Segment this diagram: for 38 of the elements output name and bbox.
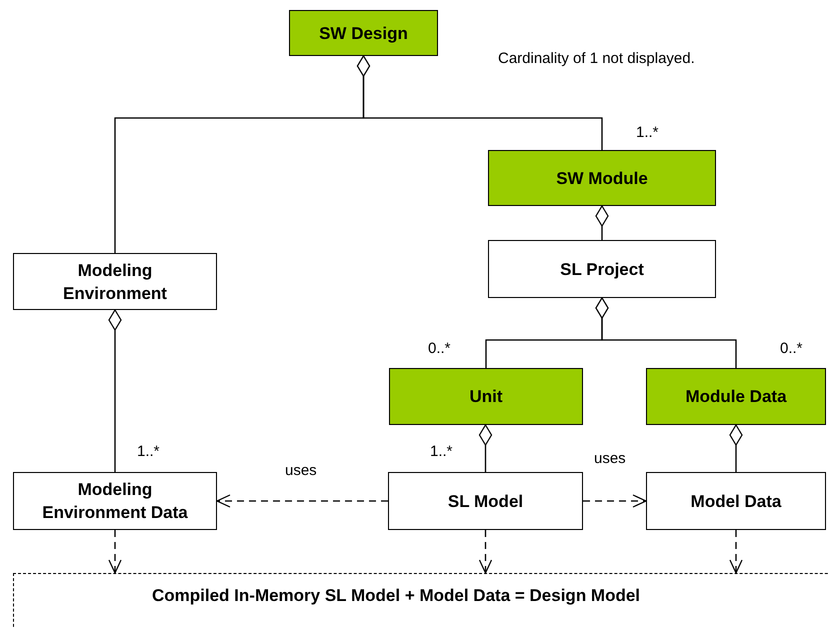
arrow	[108, 530, 122, 574]
aggregation-line	[356, 55, 603, 150]
arrow	[729, 530, 743, 574]
aggregation-line	[729, 424, 743, 472]
class-name: Modeling Environment Data	[41, 479, 189, 524]
class-box	[389, 368, 583, 425]
class-box	[388, 472, 583, 530]
class-box	[488, 240, 716, 298]
arrow	[216, 494, 388, 508]
class-box	[488, 150, 716, 206]
class-name: SL Project	[559, 258, 645, 280]
aggregation-line	[108, 309, 122, 472]
class-name: Model Data	[690, 490, 782, 512]
multiplicity-label: 0..*	[428, 340, 451, 357]
class-name: SW Design	[318, 22, 409, 44]
edge-label: uses	[285, 462, 317, 479]
arrow	[478, 530, 492, 574]
class-box	[646, 472, 826, 530]
note-text: Cardinality of 1 not displayed.	[498, 50, 695, 67]
aggregation-line	[595, 205, 609, 240]
multiplicity-label: 1..*	[137, 443, 160, 460]
class-name: Compiled In-Memory SL Model + Model Data = Design Model	[152, 585, 640, 607]
aggregation-line	[595, 297, 737, 368]
class-box	[289, 10, 438, 56]
class-box	[646, 368, 826, 425]
arrow	[583, 494, 647, 508]
aggregation-line	[478, 424, 492, 472]
class-name: SL Model	[446, 490, 524, 512]
class-box	[13, 253, 217, 310]
class-box	[13, 472, 217, 530]
class-name: Unit	[468, 386, 504, 408]
multiplicity-label: 0..*	[780, 340, 803, 357]
class-name: Module Data	[684, 386, 788, 408]
multiplicity-label: 1..*	[636, 124, 659, 141]
edge-label: uses	[594, 450, 626, 467]
class-name: Modeling Environment	[62, 260, 168, 304]
class-name: SW Module	[555, 168, 649, 190]
multiplicity-label: 1..*	[430, 443, 453, 460]
